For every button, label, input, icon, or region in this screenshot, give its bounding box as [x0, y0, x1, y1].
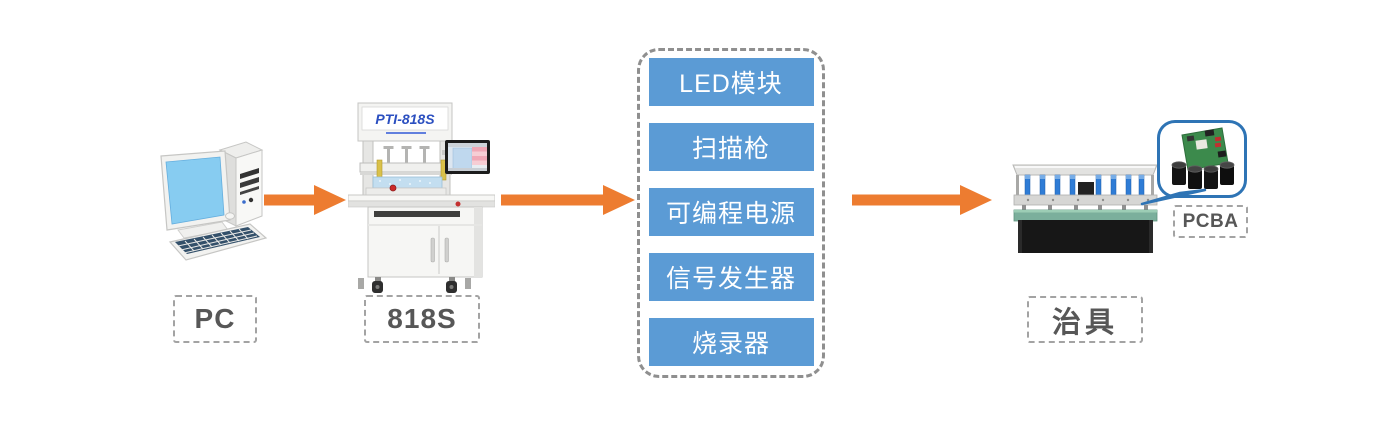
instrument-item-programmable-power: 可编程电源	[648, 188, 814, 236]
mouse-icon	[225, 212, 235, 220]
door-handle-right	[444, 237, 449, 263]
machine-logo: PTI-818S	[375, 111, 435, 127]
fixture-plate	[372, 176, 443, 189]
instrument-item-burner: 烧录器	[648, 318, 814, 366]
pcba-label: PCBA	[1173, 205, 1248, 238]
instrument-item-scanner: 扫描枪	[648, 123, 814, 171]
press-rods	[383, 146, 430, 163]
arrow-right-icon	[264, 185, 346, 215]
tester-label-text: 818S	[387, 303, 457, 334]
cabinet-slot	[374, 211, 460, 217]
machine-table	[348, 194, 495, 208]
press-crossbar-shadow	[360, 172, 452, 175]
monitor-icon	[160, 150, 231, 239]
fixture-label-text: 治具	[1051, 306, 1118, 339]
pcba-callout-bubble	[1157, 120, 1247, 198]
pc-illustration	[160, 141, 268, 261]
instruments-group-box: LED模块 扫描枪 可编程电源 信号发生器 烧录器	[637, 48, 825, 378]
door-handle-left	[430, 237, 435, 263]
machine-head: PTI-818S	[357, 102, 453, 142]
callout-tail	[1140, 188, 1207, 206]
press-crossbar	[359, 162, 453, 173]
press-base-frame	[365, 187, 447, 196]
caster-wheels	[358, 277, 471, 293]
pc-label: PC	[173, 295, 257, 343]
pcba-photo	[1171, 127, 1235, 189]
emergency-stop-button	[389, 184, 397, 192]
instrument-item-led-module: LED模块	[648, 58, 814, 106]
machine-cabinet	[367, 206, 483, 278]
pc-label-text: PC	[194, 303, 236, 334]
table-power-button	[455, 201, 461, 207]
fixture-label: 治具	[1027, 296, 1143, 343]
fixture-posts	[1022, 205, 1148, 212]
keyboard-icon	[168, 223, 268, 261]
tester-label: 818S	[364, 295, 480, 343]
pcba-label-text: PCBA	[1182, 210, 1239, 232]
fixture-base	[1018, 220, 1153, 253]
arrow-right-icon	[501, 185, 635, 215]
arrow-right-icon	[852, 185, 992, 215]
fixture-illustration	[1012, 164, 1158, 253]
instrument-item-signal-generator: 信号发生器	[648, 253, 814, 301]
machine-monitor-icon	[442, 140, 490, 174]
tester-machine-illustration: PTI-818S	[348, 102, 495, 293]
pcb-board	[1181, 127, 1229, 171]
capacitors	[1171, 161, 1235, 189]
